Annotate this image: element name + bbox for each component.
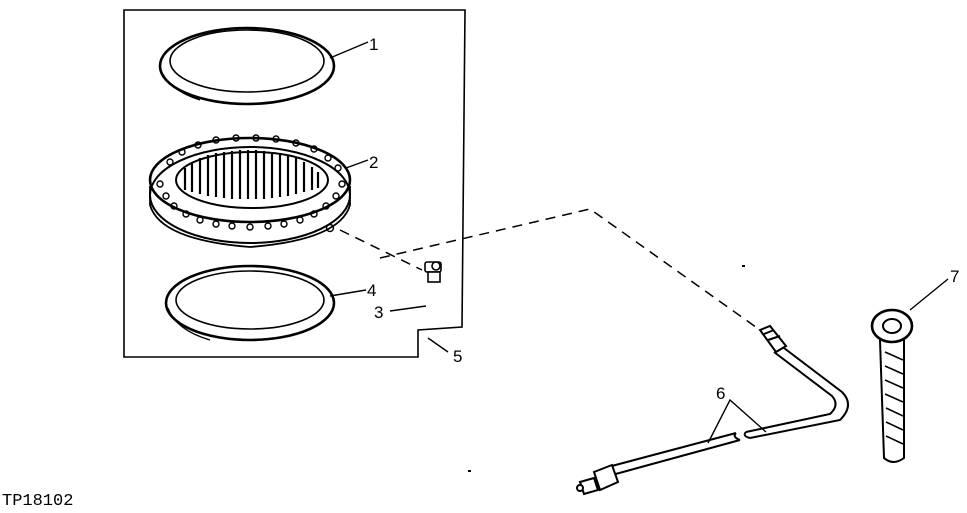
dashed-connection-lines [339,208,761,331]
seal-ring-upper [158,26,336,106]
callout-2: 2 [369,153,378,172]
callout-1: 1 [369,35,378,54]
parts-panel [123,9,466,358]
bearing-gear-race [148,134,352,248]
callout-3: 3 [374,303,383,322]
callout-6: 6 [716,384,725,403]
print-specks [468,265,745,472]
lubrication-hose [576,324,849,496]
callout-7: 7 [950,267,959,286]
callout-5: 5 [453,347,462,366]
figure-id: TP18102 [2,492,73,511]
seal-ring-lower [164,264,336,342]
grease-fitting [424,261,442,283]
eyebolt-tool [870,308,914,463]
leader-lines [329,41,949,444]
callout-4: 4 [367,281,376,300]
